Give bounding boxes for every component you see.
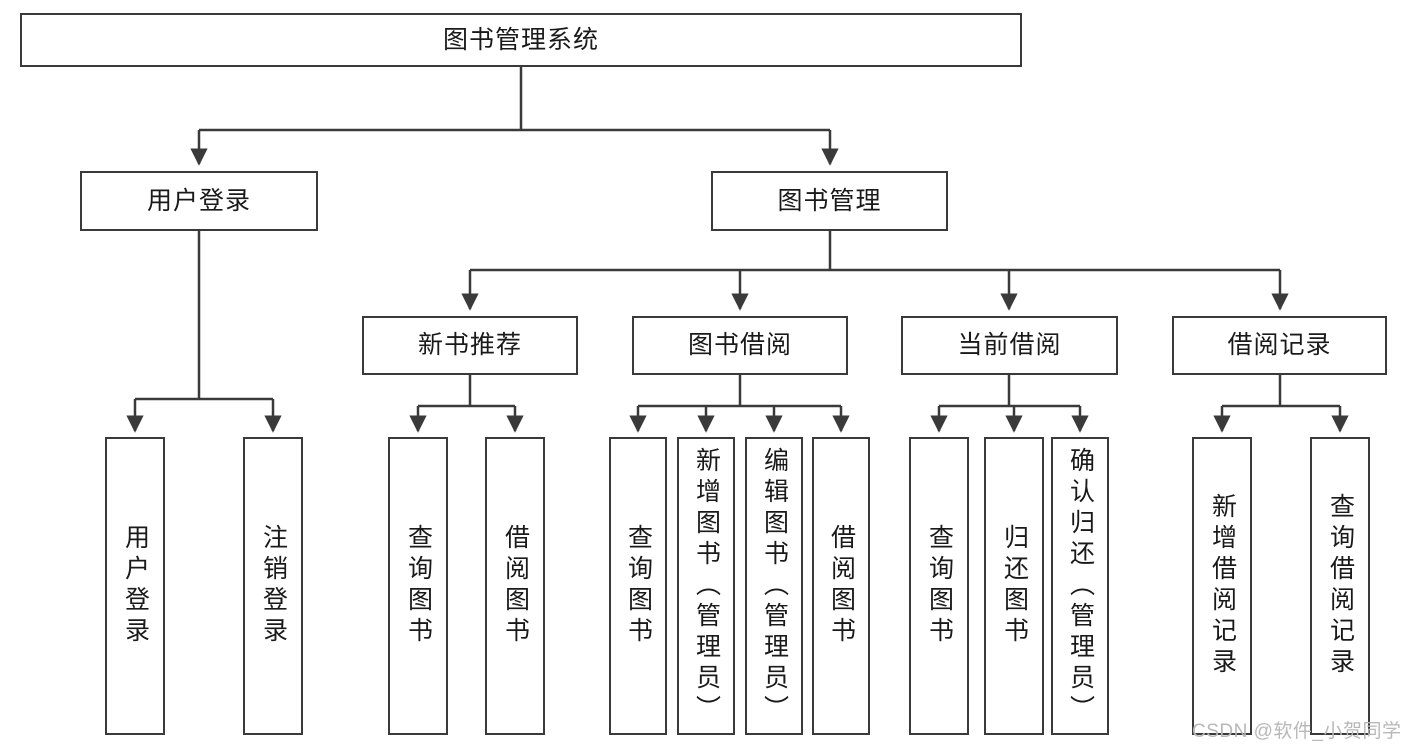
node-new-book-recommend-label: 新书推荐	[417, 331, 522, 360]
node-leaf-edit-book-admin[interactable]: 编辑图书（管理员）	[745, 437, 803, 735]
node-book-borrow-label: 图书借阅	[687, 331, 792, 360]
node-leaf-return-book-label: 归还图书	[1000, 524, 1029, 648]
node-current-borrow-label: 当前借阅	[957, 331, 1062, 360]
node-leaf-query-book-nbr[interactable]: 查询图书	[388, 437, 448, 735]
node-leaf-user-login-label: 用户登录	[121, 524, 150, 648]
node-leaf-add-book-admin-label: 新增图书（管理员）	[692, 446, 721, 726]
node-leaf-user-logout[interactable]: 注销登录	[243, 437, 303, 735]
node-leaf-user-logout-label: 注销登录	[259, 524, 288, 648]
node-leaf-user-login[interactable]: 用户登录	[105, 437, 165, 735]
node-leaf-add-borrow-record-label: 新增借阅记录	[1208, 493, 1237, 679]
node-leaf-borrow-book-nbr-label: 借阅图书	[501, 524, 530, 648]
node-leaf-query-book-bb-label: 查询图书	[624, 524, 653, 648]
node-leaf-query-borrow-record-label: 查询借阅记录	[1326, 493, 1355, 679]
node-user-login[interactable]: 用户登录	[80, 171, 318, 231]
node-user-login-label: 用户登录	[146, 186, 251, 215]
node-leaf-borrow-book-nbr[interactable]: 借阅图书	[485, 437, 545, 735]
node-book-borrow[interactable]: 图书借阅	[632, 316, 848, 375]
node-leaf-query-book-cb-label: 查询图书	[925, 524, 954, 648]
node-root[interactable]: 图书管理系统	[20, 13, 1022, 67]
node-new-book-recommend[interactable]: 新书推荐	[362, 316, 578, 375]
node-leaf-add-book-admin[interactable]: 新增图书（管理员）	[677, 437, 735, 735]
node-root-label: 图书管理系统	[442, 25, 599, 54]
node-book-management-label: 图书管理	[777, 186, 882, 215]
node-leaf-query-book-bb[interactable]: 查询图书	[609, 437, 667, 735]
node-leaf-add-borrow-record[interactable]: 新增借阅记录	[1192, 437, 1252, 735]
node-current-borrow[interactable]: 当前借阅	[901, 316, 1118, 375]
node-borrow-record-label: 借阅记录	[1227, 331, 1332, 360]
node-leaf-edit-book-admin-label: 编辑图书（管理员）	[760, 446, 789, 726]
node-leaf-query-book-cb[interactable]: 查询图书	[909, 437, 969, 735]
node-leaf-return-book[interactable]: 归还图书	[984, 437, 1044, 735]
node-leaf-borrow-book-bb-label: 借阅图书	[827, 524, 856, 648]
node-borrow-record[interactable]: 借阅记录	[1172, 316, 1387, 375]
csdn-watermark: CSDN @软件_小贺同学	[1192, 721, 1402, 742]
node-book-management[interactable]: 图书管理	[711, 171, 948, 231]
node-leaf-query-book-nbr-label: 查询图书	[404, 524, 433, 648]
node-leaf-confirm-return-admin-label: 确认归还（管理员）	[1066, 446, 1095, 726]
node-leaf-confirm-return-admin[interactable]: 确认归还（管理员）	[1051, 437, 1109, 735]
node-leaf-query-borrow-record[interactable]: 查询借阅记录	[1310, 437, 1370, 735]
node-leaf-borrow-book-bb[interactable]: 借阅图书	[812, 437, 870, 735]
